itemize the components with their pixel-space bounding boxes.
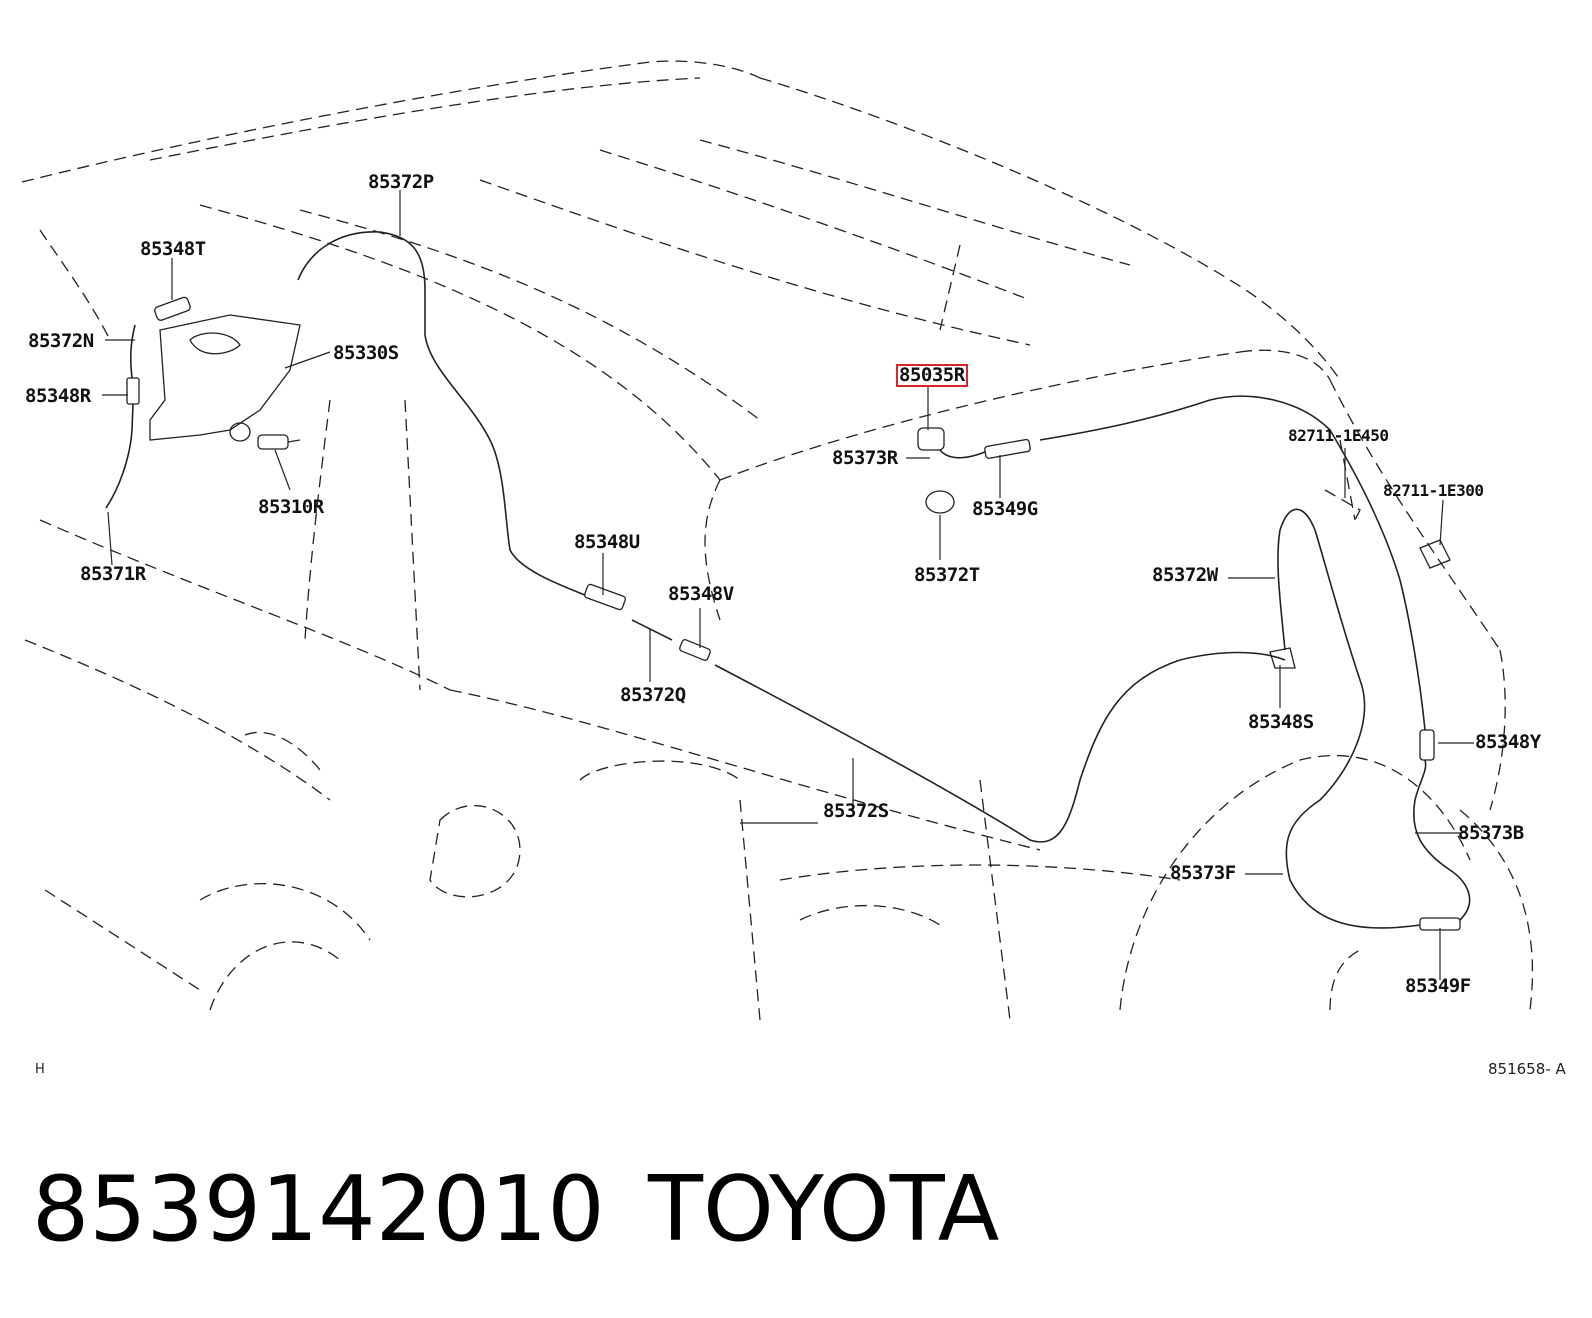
- callout-85372Q: 85372Q: [620, 684, 686, 706]
- callout-82711-1E450: 82711-1E450: [1288, 426, 1389, 445]
- callout-85371R: 85371R: [80, 563, 146, 585]
- brand-name: TOYOTA: [648, 1157, 1000, 1262]
- callout-85372N: 85372N: [28, 330, 94, 352]
- drawing-id: 851658- A: [1488, 1060, 1566, 1078]
- vehicle-outline: [21, 60, 1534, 1021]
- callout-85348V: 85348V: [668, 583, 734, 605]
- callout-85373R: 85373R: [832, 447, 898, 469]
- callout-85372S: 85372S: [823, 800, 889, 822]
- callout-85372P: 85372P: [368, 171, 434, 193]
- callout-85348S: 85348S: [1248, 711, 1314, 733]
- callout-82711-1E300: 82711-1E300: [1383, 481, 1484, 500]
- callout-85330S: 85330S: [333, 342, 399, 364]
- callout-85348U: 85348U: [574, 531, 640, 553]
- callout-85349G: 85349G: [972, 498, 1038, 520]
- washer-tank: [149, 314, 301, 450]
- callout-85348R: 85348R: [25, 385, 91, 407]
- part-number: 8539142010: [32, 1157, 605, 1262]
- callout-85348Y: 85348Y: [1475, 731, 1541, 753]
- washer-system-diagram: [21, 60, 1534, 1021]
- washer-hoses: [105, 231, 1471, 931]
- callout-85035R-highlighted[interactable]: 85035R: [896, 364, 968, 387]
- callout-85349F: 85349F: [1405, 975, 1471, 997]
- callout-85372W: 85372W: [1152, 564, 1218, 586]
- callout-85373B: 85373B: [1458, 822, 1524, 844]
- callout-85372T: 85372T: [914, 564, 980, 586]
- callout-85348T: 85348T: [140, 238, 206, 260]
- corner-mark: H: [35, 1062, 45, 1077]
- callout-85373F: 85373F: [1170, 862, 1236, 884]
- leader-lines: [102, 190, 1474, 980]
- callout-85310R: 85310R: [258, 496, 324, 518]
